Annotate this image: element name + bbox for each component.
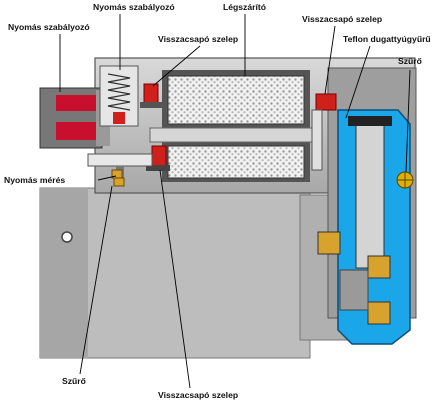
filter-bottom-element [111,169,123,179]
label-check-valve-bottom: Visszacsapó szelep [158,390,238,400]
regulator-spring [99,65,139,127]
label-pressure-regulator-top: Nyomás szabályozó [93,2,175,12]
bearing-right-bottom [367,301,391,325]
bolt-hole [61,231,73,243]
label-filter-right: Szűrő [398,56,422,66]
check-valve-upper [140,83,162,108]
leader-lines [59,14,411,389]
teflon-piston-ring [348,116,392,126]
bearing-right-top [367,255,391,279]
pressure-regulator-solenoid [39,87,110,149]
label-teflon-ring: Teflon dugattyúgyűrű [343,34,431,44]
label-pressure-regulator-left: Nyomás szabályozó [8,22,90,32]
label-air-dryer: Légszárító [223,2,266,12]
crank-mechanism [317,231,391,325]
bearing-left [317,231,341,255]
label-filter-bottom: Szűrő [62,376,86,386]
label-check-valve-mid: Visszacsapó szelep [158,34,238,44]
check-valve-right [311,93,337,171]
air-dryer-cartridge [149,70,323,182]
label-pressure-measurement: Nyomás mérés [4,175,65,185]
label-check-valve-right: Visszacsapó szelep [302,14,382,24]
